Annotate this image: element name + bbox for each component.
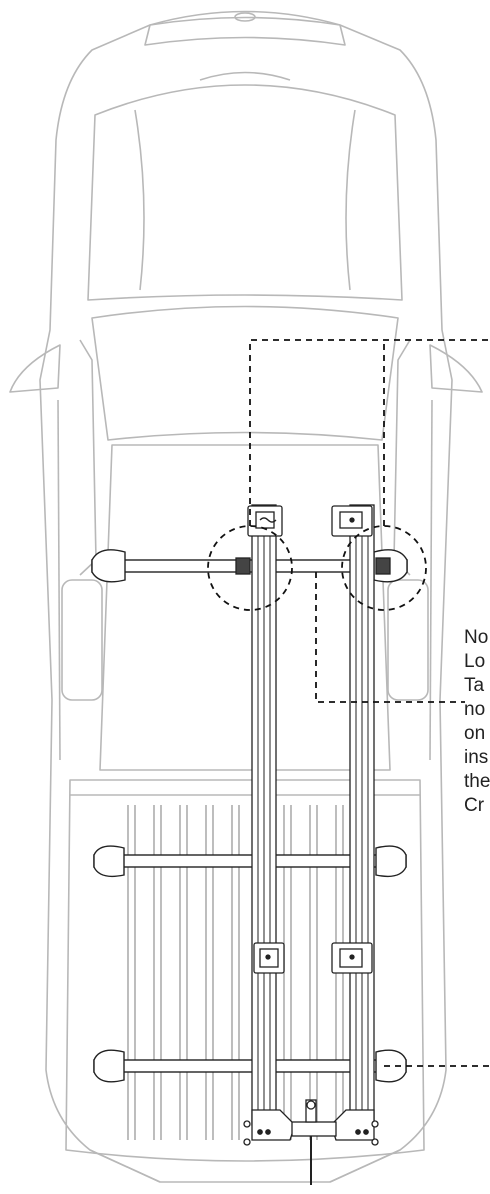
note-line-2: Lo	[464, 651, 486, 672]
hood-crease-left	[134, 109, 145, 291]
right-door-window-front	[387, 579, 429, 701]
rear-cross-block	[291, 1121, 337, 1137]
crossbars	[91, 549, 408, 1083]
front-bumper	[144, 16, 346, 46]
note-line-7: the	[464, 771, 490, 792]
callouts	[207, 339, 490, 1067]
right-pillar	[393, 339, 411, 576]
ladder-rack	[235, 504, 391, 1185]
note-line-3: Ta	[464, 675, 485, 696]
left-mirror	[9, 344, 61, 393]
left-top-clamp	[247, 505, 283, 537]
note-line-5: on	[464, 723, 486, 744]
left-door-line	[57, 399, 61, 761]
right-cab-bracket	[375, 557, 391, 575]
left-rear-bracket	[251, 1109, 296, 1141]
bed-crossbar-front-left-foot	[93, 845, 125, 878]
right-door-line	[429, 399, 433, 761]
leader-left-vertical	[249, 339, 490, 526]
truck-bed	[65, 779, 425, 1162]
tailgate	[89, 1149, 401, 1183]
truck-body	[9, 10, 483, 1183]
hood-crease-center	[199, 71, 291, 81]
hood-crease-right	[345, 109, 356, 291]
left-pillar	[79, 339, 97, 576]
bed-crossbar-rear-left-foot	[93, 1049, 125, 1083]
left-cab-bracket	[235, 557, 251, 575]
note-line-4: no	[464, 699, 486, 720]
note-line-6: ins	[464, 747, 489, 768]
cab-roof	[99, 444, 391, 771]
left-detail-circle	[207, 525, 293, 611]
windshield	[91, 305, 399, 441]
note-line-8: Cr	[464, 795, 485, 816]
note-line-1: No	[464, 627, 489, 648]
cab-crossbar-left-foot	[91, 549, 126, 583]
right-detail-circle	[341, 525, 427, 611]
truck-outer-outline	[39, 10, 453, 1183]
bed-crossbar-rear-right-foot	[375, 1049, 407, 1083]
front-sensor	[234, 12, 256, 22]
right-rear-bracket	[330, 1109, 375, 1141]
left-door-window-front	[61, 579, 103, 701]
rear-hitch-post	[305, 1099, 317, 1123]
side-note: No Lo Ta no on ins the Cr	[464, 626, 490, 818]
hood	[87, 84, 403, 301]
right-mirror	[429, 344, 483, 393]
bed-crossbar-front-right-foot	[375, 845, 407, 878]
